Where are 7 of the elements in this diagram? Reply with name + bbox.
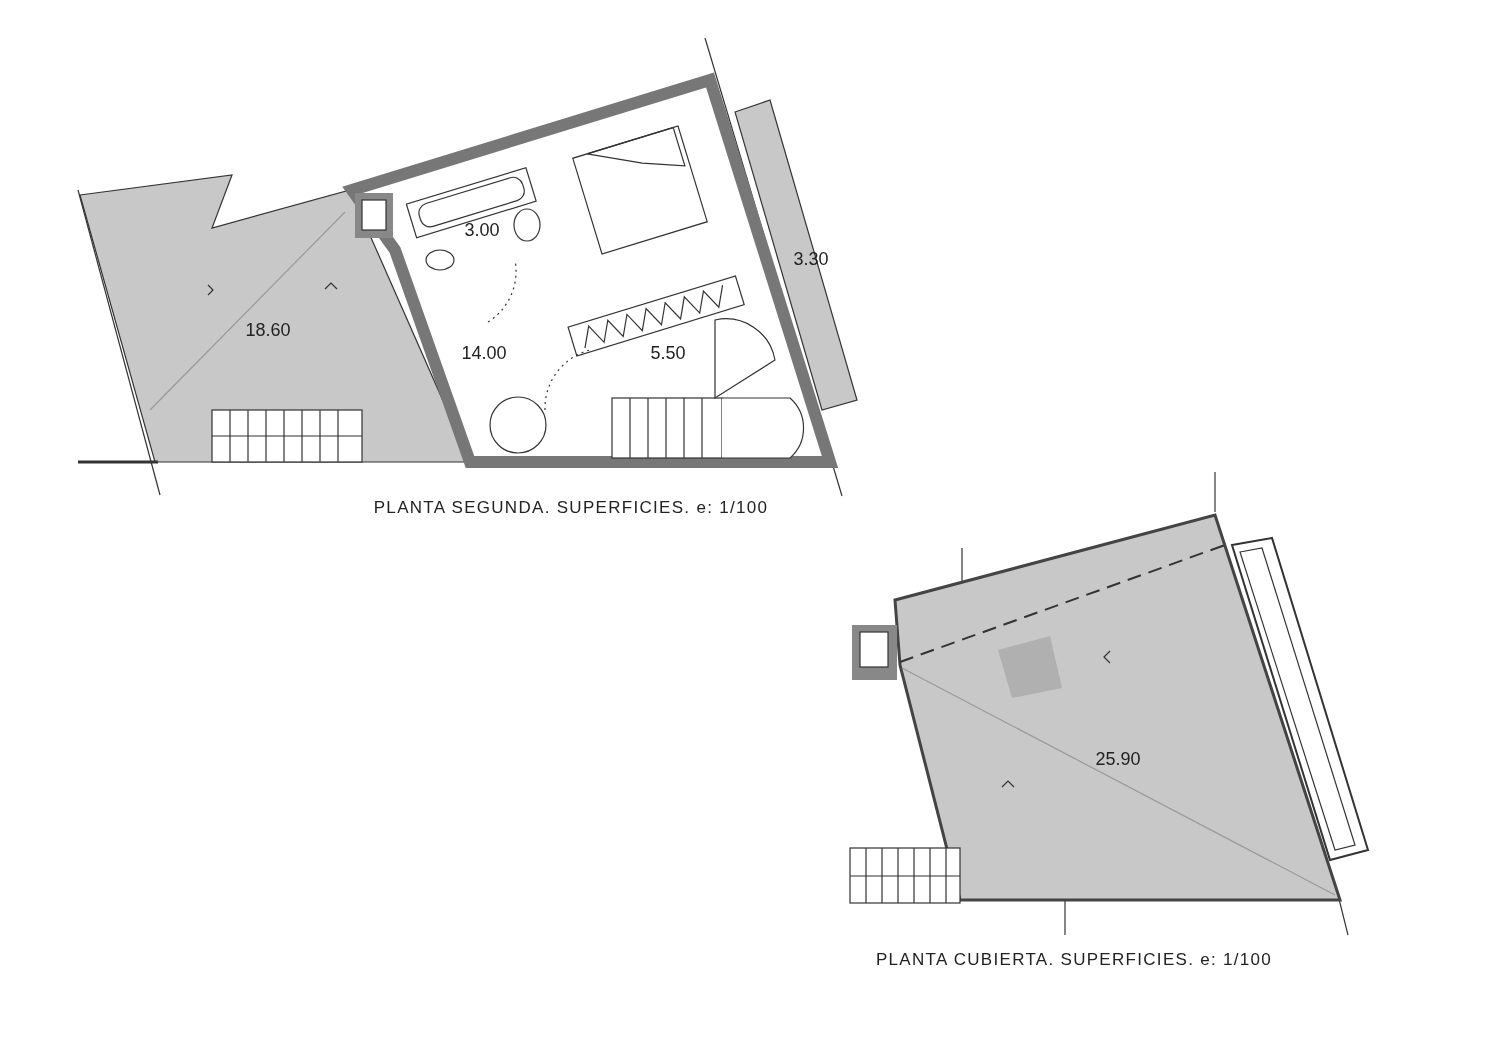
plan-caption: PLANTA CUBIERTA. SUPERFICIES. e: 1/100: [875, 950, 1273, 968]
plan-caption: PLANTA SEGUNDA. SUPERFICIES. e: 1/100: [373, 498, 769, 516]
area-label: 3.00: [464, 221, 500, 239]
area-label: 5.50: [650, 344, 686, 362]
area-label: 14.00: [461, 344, 507, 362]
area-label: 25.90: [1095, 750, 1141, 768]
area-label: 18.60: [245, 321, 291, 339]
